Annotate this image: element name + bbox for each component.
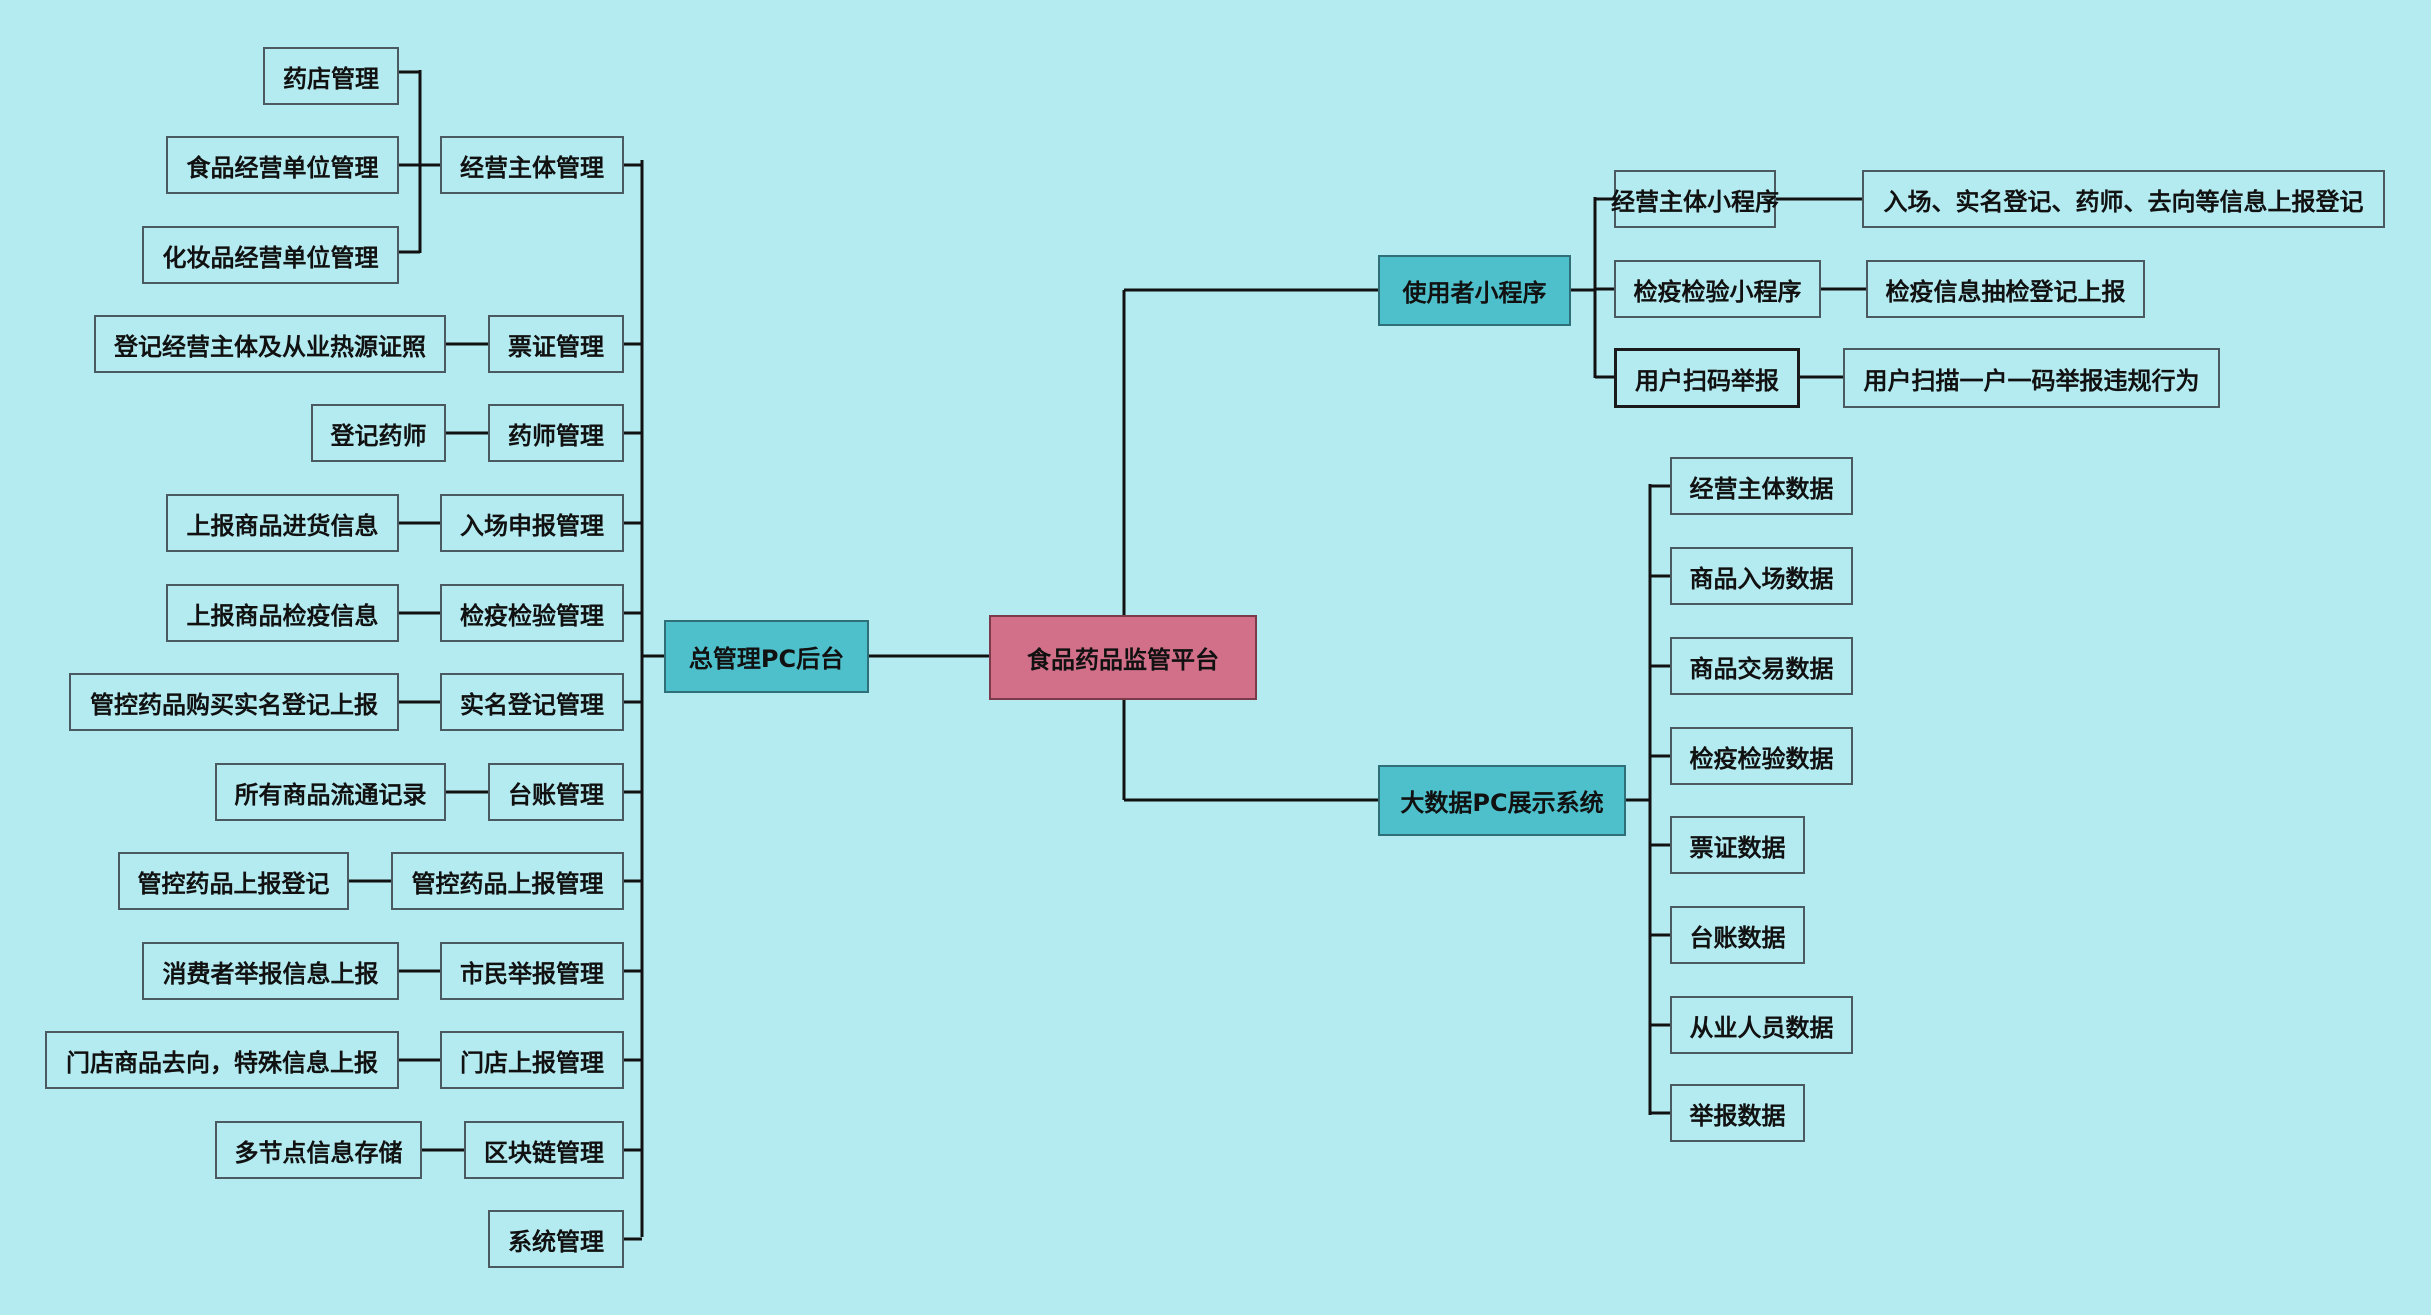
bigdata-node: 大数据PC展示系统: [1378, 765, 1626, 836]
bigdata-ledger: 台账数据: [1670, 906, 1805, 964]
bigdata-certificate: 票证数据: [1670, 816, 1805, 874]
module-quarantine: 检疫检验管理: [440, 584, 624, 642]
module-pharmacist: 药师管理: [488, 404, 624, 462]
detail-quarantine-info: 上报商品检疫信息: [166, 584, 399, 642]
admin-node: 总管理PC后台: [664, 620, 869, 693]
detail-circulation-records: 所有商品流通记录: [215, 763, 446, 821]
bigdata-quarantine: 检疫检验数据: [1670, 727, 1853, 785]
bigdata-goods-trade: 商品交易数据: [1670, 637, 1853, 695]
mini-detail-sampling: 检疫信息抽检登记上报: [1866, 260, 2145, 318]
detail-food-units: 食品经营单位管理: [166, 136, 399, 194]
mini-scan-report: 用户扫码举报: [1614, 348, 1800, 408]
module-business-entity: 经营主体管理: [440, 136, 624, 194]
module-entry-declaration: 入场申报管理: [440, 494, 624, 552]
detail-controlled-register: 管控药品上报登记: [118, 852, 349, 910]
detail-multi-node-storage: 多节点信息存储: [215, 1121, 422, 1179]
bigdata-goods-entry: 商品入场数据: [1670, 547, 1853, 605]
mini-quarantine: 检疫检验小程序: [1614, 260, 1821, 318]
detail-purchase-info: 上报商品进货信息: [166, 494, 399, 552]
module-citizen-report: 市民举报管理: [440, 942, 624, 1000]
module-system: 系统管理: [488, 1210, 624, 1268]
detail-pharmacy: 药店管理: [263, 47, 399, 105]
mini-detail-register: 入场、实名登记、药师、去向等信息上报登记: [1862, 170, 2385, 228]
detail-consumer-report: 消费者举报信息上报: [142, 942, 399, 1000]
bigdata-report: 举报数据: [1670, 1084, 1805, 1142]
mini-program-node: 使用者小程序: [1378, 255, 1571, 326]
module-real-name: 实名登记管理: [440, 673, 624, 731]
detail-register-licenses: 登记经营主体及从业热源证照: [94, 315, 446, 373]
module-blockchain: 区块链管理: [464, 1121, 624, 1179]
mini-business-entity: 经营主体小程序: [1611, 170, 1779, 228]
bigdata-business-entity: 经营主体数据: [1670, 457, 1853, 515]
module-ledger: 台账管理: [488, 763, 624, 821]
detail-real-name-report: 管控药品购买实名登记上报: [69, 673, 399, 731]
detail-store-destination: 门店商品去向，特殊信息上报: [45, 1031, 399, 1089]
module-controlled-drugs: 管控药品上报管理: [391, 852, 624, 910]
detail-cosmetics-units: 化妆品经营单位管理: [142, 226, 399, 284]
module-store-report: 门店上报管理: [440, 1031, 624, 1089]
module-certificate: 票证管理: [488, 315, 624, 373]
detail-register-pharmacist: 登记药师: [311, 404, 446, 462]
bigdata-staff: 从业人员数据: [1670, 996, 1853, 1054]
root-node: 食品药品监管平台: [989, 615, 1257, 700]
mini-detail-scan: 用户扫描一户一码举报违规行为: [1843, 348, 2220, 408]
